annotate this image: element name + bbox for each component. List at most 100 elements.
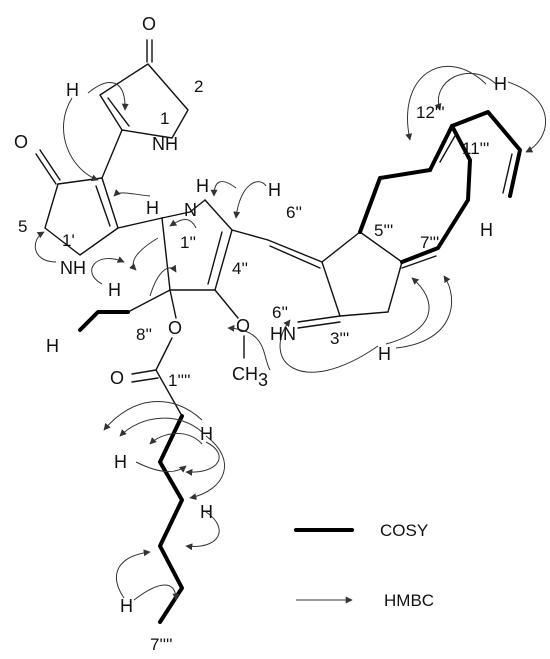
- bond-exo-db: [267, 239, 323, 263]
- atom-h-chain4: H: [120, 596, 133, 616]
- bond-ester-db: [131, 377, 159, 383]
- hmbc-4: [34, 231, 57, 263]
- label-3ppp: 3''': [330, 329, 349, 348]
- db-9: [502, 153, 513, 194]
- bond-ome: [214, 289, 239, 319]
- atom-h-6pp: H: [268, 180, 281, 200]
- label-1: 1: [160, 109, 169, 128]
- legend-cosy-label: COSY: [380, 521, 428, 540]
- hmbc-26: [133, 584, 180, 601]
- ring-center: [161, 199, 233, 291]
- label-1p: 1': [62, 231, 75, 250]
- bond-co-left: [39, 149, 61, 181]
- label-6pp-n: 6'': [272, 303, 288, 322]
- hmbc-22: [185, 441, 220, 476]
- label-4pp: 4'': [232, 259, 248, 278]
- atom-h-7ppp: H: [480, 220, 493, 240]
- hmbc-14: [395, 275, 453, 349]
- legend-hmbc-label: HMBC: [384, 591, 434, 610]
- atom-h-11ppp: H: [494, 74, 507, 94]
- atom-ch3: CH: [232, 364, 258, 384]
- hmbc-3: [113, 189, 151, 197]
- label-7ppp: 7''': [420, 233, 439, 252]
- hmbc-10: [149, 264, 177, 297]
- legend: COSY HMBC: [294, 521, 434, 610]
- bond-cq-n: [161, 211, 191, 219]
- label-8pp: 8'': [136, 325, 152, 344]
- label-2: 2: [194, 77, 203, 96]
- hmbc-arrows: [34, 65, 546, 601]
- atom-h-pyrrole: H: [66, 80, 79, 100]
- cosy-macro-c: [428, 124, 454, 172]
- cosy-bonds: [78, 110, 522, 624]
- atom-nh-1p: NH: [60, 258, 86, 278]
- hmbc-18: [103, 401, 203, 431]
- hmbc-19: [119, 417, 203, 437]
- ring-center-db: [207, 231, 223, 285]
- atom-ch3-sub: 3: [258, 370, 268, 390]
- hmbc-8: [233, 181, 267, 219]
- atom-o-methoxy: O: [236, 316, 250, 336]
- atom-h-8pp-b: H: [46, 336, 59, 356]
- bond-cn: [297, 315, 341, 323]
- label-7pppp: 7'''': [150, 635, 172, 654]
- cosy-ethyl: [78, 310, 130, 332]
- hmbc-25: [116, 549, 151, 599]
- label-5: 5: [18, 217, 27, 236]
- atom-h-chain1: H: [200, 424, 213, 444]
- atom-labels: O O H NH NH H N H H H H O O O CH 3 HN H …: [14, 14, 507, 616]
- bond-exo: [231, 229, 269, 241]
- hmbc-6: [169, 219, 197, 229]
- label-1pppp: 1'''': [168, 371, 190, 390]
- hmbc-5: [129, 237, 159, 271]
- cosy-macro-a: [358, 168, 432, 234]
- hmbc-12: [279, 319, 379, 373]
- ring-top: [99, 63, 189, 139]
- atom-h-cq: H: [146, 198, 159, 218]
- atom-h-chain3: H: [200, 502, 213, 522]
- bond-ester-chain: [155, 369, 183, 417]
- hmbc-11: [227, 324, 271, 371]
- label-5ppp: 5''': [374, 221, 393, 240]
- atom-o-top: O: [142, 14, 156, 34]
- ring-right: [321, 231, 403, 317]
- atom-h-1pp: H: [196, 176, 209, 196]
- atom-hn: HN: [270, 324, 296, 344]
- cosy-macro-b: [400, 110, 522, 264]
- molecule-bonds: [35, 39, 403, 417]
- hmbc-21: [189, 435, 225, 501]
- label-11ppp: 11''': [462, 139, 489, 158]
- db-12: [439, 133, 457, 163]
- bond-ethyl: [127, 289, 171, 313]
- ring-left-db: [95, 185, 111, 227]
- hmbc-13: [385, 277, 430, 345]
- atom-o-ester: O: [168, 318, 182, 338]
- hmbc-1: [87, 82, 129, 111]
- label-1pp: 1'': [180, 233, 196, 252]
- position-labels: 1 2 5 1' 6'' 1'' 4'' 6'' 8'' 3''' 5''' 7…: [18, 77, 489, 654]
- hmbc-17: [507, 81, 546, 153]
- db-7: [401, 255, 437, 269]
- hmbc-2: [63, 97, 99, 182]
- hmbc-7: [210, 181, 237, 197]
- atom-o-carbonyl: O: [110, 368, 124, 388]
- atom-o-left: O: [14, 132, 28, 152]
- ring-left-b: [44, 177, 119, 256]
- label-6pp: 6'': [286, 203, 302, 222]
- hmbc-20: [149, 432, 203, 445]
- hmbc-23: [135, 461, 187, 473]
- bond-cq-o: [169, 289, 177, 319]
- macro-double-bonds: [401, 133, 513, 269]
- atom-h-chain2: H: [114, 452, 127, 472]
- hmbc-16: [434, 72, 497, 111]
- bond-co-left-2: [35, 153, 57, 185]
- ring-top-db: [107, 97, 130, 127]
- atom-h-8pp-a: H: [108, 280, 121, 300]
- bond-nh-c: [189, 199, 206, 213]
- bond-link: [117, 217, 163, 229]
- bond-cn-2: [297, 321, 341, 329]
- atom-nh-1: NH: [152, 134, 178, 154]
- atom-n-1pp: N: [184, 200, 197, 220]
- cosy-chain: [158, 414, 184, 624]
